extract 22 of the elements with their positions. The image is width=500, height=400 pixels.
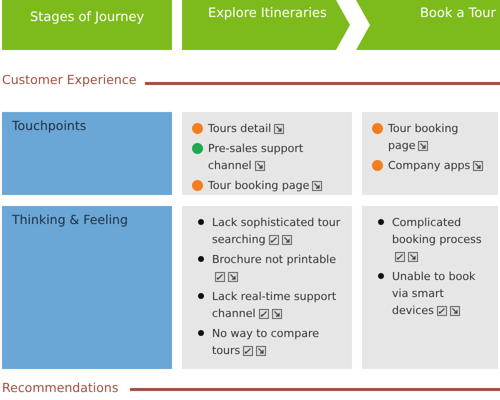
list-item: Tour booking page <box>388 121 460 154</box>
journey-cell <box>182 206 352 369</box>
list-item: Lack sophisticated tour searching <box>212 215 342 248</box>
journey-cell <box>182 112 352 195</box>
stage-title: Book a Tour <box>420 6 496 21</box>
list-item: Lack real-time support channel <box>212 289 338 322</box>
journey-cell <box>362 206 498 369</box>
list-item: Brochure not printable <box>212 251 342 285</box>
list-item: Company apps <box>388 157 484 174</box>
list-item: Tour booking page <box>208 177 322 194</box>
section-heading: Customer Experience <box>2 72 136 87</box>
list-item: Unable to book via smart devices <box>392 269 476 319</box>
row-header: Touchpoints <box>2 112 172 195</box>
stage-title: Explore Itineraries <box>208 6 327 21</box>
journey-cell <box>362 112 498 195</box>
list-item: Pre-sales support channel <box>208 141 304 174</box>
section-heading: Recommendations <box>2 380 118 395</box>
list-item: Tours detail <box>208 120 284 137</box>
stage-title: Stages of Journey <box>30 10 144 25</box>
list-item: Complicated booking process <box>392 214 488 265</box>
list-item: No way to compare tours <box>212 326 320 359</box>
row-header: Thinking & Feeling <box>2 206 172 369</box>
